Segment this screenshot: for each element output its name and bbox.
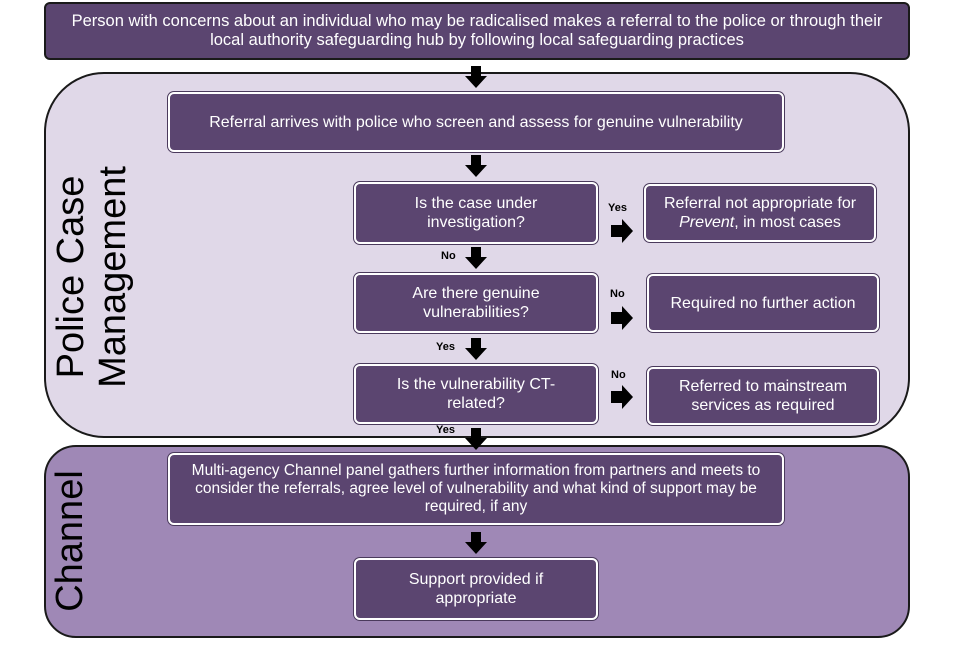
channel-lane-label: Channel xyxy=(49,470,91,612)
edge-label-no: No xyxy=(611,369,626,381)
referral-arrives-box: Referral arrives with police who screen … xyxy=(168,92,784,152)
support-provided-box: Support provided if appropriate xyxy=(354,558,598,620)
edge-label-yes: Yes xyxy=(608,202,627,214)
arrow-down-icon xyxy=(465,247,487,269)
arrow-right-icon xyxy=(611,385,633,409)
question-ct-related-text: Is the vulnerability CT-related? xyxy=(396,376,556,412)
outcome-no-action-box: Required no further action xyxy=(647,274,879,332)
question-vulnerabilities-text: Are there genuine vulnerabilities? xyxy=(412,285,540,321)
arrow-down-icon xyxy=(465,338,487,360)
police-lane-label: Police Case Management xyxy=(50,166,134,388)
edge-label-no: No xyxy=(441,250,456,262)
arrow-down-icon xyxy=(465,66,487,88)
outcome-text-part: , in most cases xyxy=(734,214,841,231)
start-referral-box: Person with concerns about an individual… xyxy=(44,2,910,60)
edge-label-yes: Yes xyxy=(436,424,455,436)
arrow-right-icon xyxy=(611,306,633,330)
referral-arrives-text: Referral arrives with police who screen … xyxy=(209,113,743,131)
question-investigation-text: Is the case under investigation? xyxy=(414,195,538,231)
question-vulnerabilities-box: Are there genuine vulnerabilities? xyxy=(354,273,598,333)
channel-panel-box: Multi-agency Channel panel gathers furth… xyxy=(168,453,784,525)
arrow-down-icon xyxy=(465,155,487,177)
edge-label-no: No xyxy=(610,288,625,300)
outcome-text-part: Referral not appropriate for xyxy=(663,195,857,212)
question-ct-related-box: Is the vulnerability CT-related? xyxy=(354,364,598,424)
outcome-not-appropriate-box: Referral not appropriate for Prevent, in… xyxy=(644,184,876,242)
channel-panel-text: Multi-agency Channel panel gathers furth… xyxy=(191,462,761,515)
prevent-emphasis: Prevent xyxy=(679,214,735,231)
outcome-no-action-text: Required no further action xyxy=(670,294,856,312)
support-provided-text: Support provided if appropriate xyxy=(408,571,544,607)
arrow-right-icon xyxy=(611,219,633,243)
outcome-mainstream-box: Referred to mainstream services as requi… xyxy=(647,367,879,425)
edge-label-yes: Yes xyxy=(436,341,455,353)
outcome-mainstream-text: Referred to mainstream services as requi… xyxy=(678,378,848,414)
outcome-not-appropriate-text: Referral not appropriate for Prevent, in… xyxy=(654,194,866,232)
arrow-down-icon xyxy=(465,532,487,554)
start-referral-text: Person with concerns about an individual… xyxy=(71,12,883,49)
question-investigation-box: Is the case under investigation? xyxy=(354,182,598,244)
arrow-down-icon xyxy=(465,428,487,450)
